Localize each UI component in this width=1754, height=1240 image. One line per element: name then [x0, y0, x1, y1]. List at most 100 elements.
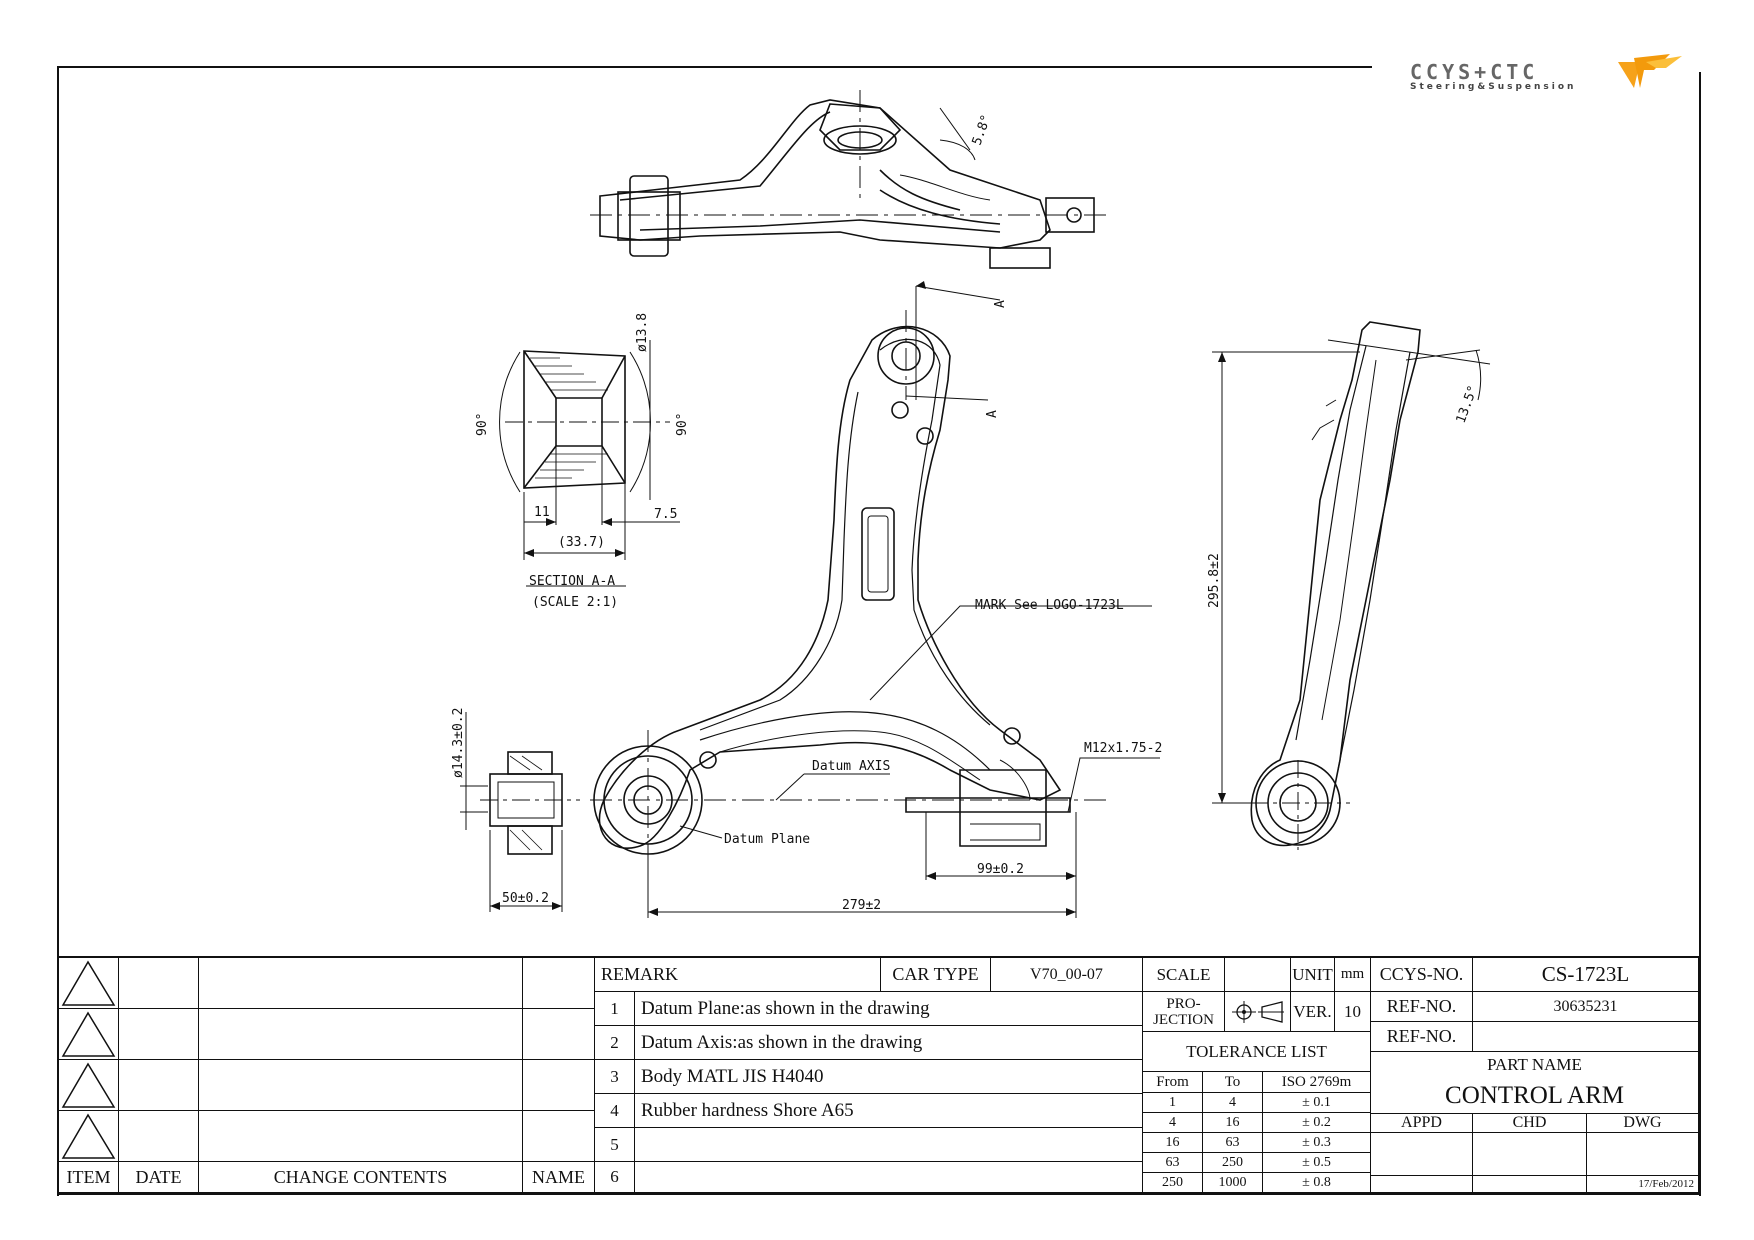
- remark-row-text: Datum Axis:as shown in the drawing: [635, 1026, 1143, 1060]
- dwg-label: DWG: [1587, 1114, 1698, 1133]
- datum-plane-label: Datum Plane: [724, 832, 810, 847]
- remark-row-text: Datum Plane:as shown in the drawing: [635, 992, 1143, 1026]
- dim-dia-13-8: ø13.8: [635, 313, 650, 352]
- rev-date-cell: [119, 958, 199, 1009]
- tol-value: ± 0.8: [1263, 1173, 1371, 1193]
- rev-date-cell: [119, 1111, 199, 1162]
- third-angle-projection-icon: [1231, 1000, 1284, 1023]
- tol-from: 63: [1143, 1153, 1203, 1173]
- rev-change-cell: [199, 1111, 523, 1162]
- rev-header-name: NAME: [523, 1162, 595, 1193]
- part-name-label: PART NAME: [1371, 1052, 1699, 1078]
- dim-279: 279±2: [842, 898, 881, 913]
- tol-value: ± 0.3: [1263, 1133, 1371, 1153]
- car-type-label: CAR TYPE: [881, 958, 991, 992]
- tol-header-to: To: [1203, 1072, 1263, 1093]
- scale-label: SCALE: [1143, 958, 1225, 992]
- rev-name-cell: [523, 958, 595, 1009]
- thread-label: M12x1.75-2: [1084, 741, 1162, 756]
- ver-label: VER.: [1291, 992, 1335, 1032]
- front-view: [593, 325, 1071, 855]
- drawing-frame: [57, 66, 1701, 1196]
- tol-to: 250: [1203, 1153, 1263, 1173]
- side-view: [1250, 321, 1421, 847]
- remark-row-number: 3: [595, 1060, 635, 1094]
- tol-from: 16: [1143, 1133, 1203, 1153]
- rev-date-cell: [119, 1009, 199, 1060]
- logo-wordmark: CCYS+CTC: [1410, 60, 1539, 84]
- ver-value: 10: [1335, 992, 1371, 1032]
- tol-value: ± 0.2: [1263, 1113, 1371, 1133]
- section-scale: (SCALE 2:1): [532, 595, 618, 610]
- revision-triangle-icon: [61, 1011, 116, 1057]
- remark-row-text: [635, 1162, 1143, 1193]
- dwg-cell: DWG 17/Feb/2012: [1587, 1114, 1699, 1193]
- ccys-no-label: CCYS-NO.: [1371, 958, 1473, 992]
- mark-note: MARK See LOGO-1723L: [975, 598, 1124, 613]
- rev-triangle-cell: [59, 1111, 119, 1162]
- title-block: ITEM DATE CHANGE CONTENTS NAME REMARK CA…: [57, 956, 1701, 1195]
- section-view: [523, 350, 626, 489]
- section-title: SECTION A-A: [529, 574, 615, 589]
- ref-no-value-2: [1473, 1022, 1699, 1052]
- remark-title: REMARK: [595, 958, 881, 992]
- dim-33-7: (33.7): [558, 535, 605, 550]
- datum-axis-label: Datum AXIS: [812, 759, 890, 774]
- remark-row-text: [635, 1128, 1143, 1162]
- rev-name-cell: [523, 1009, 595, 1060]
- dim-angle-90-left: 90°: [475, 413, 490, 436]
- tol-from: 250: [1143, 1173, 1203, 1193]
- unit-label: UNIT: [1291, 958, 1335, 992]
- projection-label-line1: PRO-: [1166, 996, 1201, 1012]
- dim-11: 11: [534, 505, 550, 520]
- tol-from: 1: [1143, 1093, 1203, 1113]
- top-view: [599, 99, 1095, 269]
- technical-drawing: SECTION A-A (SCALE 2:1) ø13.8 90° 90° 11…: [451, 90, 1491, 918]
- car-type-value: V70_00-07: [991, 958, 1143, 992]
- remark-row-text: Body MATL JIS H4040: [635, 1060, 1143, 1094]
- appd-label: APPD: [1371, 1114, 1472, 1133]
- ref-no-label-2: REF-NO.: [1371, 1022, 1473, 1052]
- projection-symbol: [1225, 992, 1291, 1032]
- rev-change-cell: [199, 1009, 523, 1060]
- remark-row-number: 4: [595, 1094, 635, 1128]
- rev-header-date: DATE: [119, 1162, 199, 1193]
- remark-row-number: 5: [595, 1128, 635, 1162]
- tol-value: ± 0.1: [1263, 1093, 1371, 1113]
- rev-triangle-cell: [59, 1009, 119, 1060]
- ref-no-label: REF-NO.: [1371, 992, 1473, 1022]
- chd-label: CHD: [1473, 1114, 1586, 1133]
- rev-triangle-cell: [59, 958, 119, 1009]
- tol-to: 4: [1203, 1093, 1263, 1113]
- tol-to: 16: [1203, 1113, 1263, 1133]
- tol-to: 63: [1203, 1133, 1263, 1153]
- rev-header-change: CHANGE CONTENTS: [199, 1162, 523, 1193]
- unit-value: mm: [1335, 958, 1371, 992]
- remark-row-number: 6: [595, 1162, 635, 1193]
- tol-to: 1000: [1203, 1173, 1263, 1193]
- projection-label: PRO- JECTION: [1143, 992, 1225, 1032]
- tol-from: 4: [1143, 1113, 1203, 1133]
- rev-date-cell: [119, 1060, 199, 1111]
- dim-dia-14-3: ø14.3±0.2: [451, 708, 466, 778]
- logo-flame-icon: [1618, 54, 1682, 88]
- dim-angle-13-5: 13.5°: [1454, 383, 1481, 425]
- remark-row-text: Rubber hardness Shore A65: [635, 1094, 1143, 1128]
- tol-value: ± 0.5: [1263, 1153, 1371, 1173]
- rev-name-cell: [523, 1111, 595, 1162]
- section-marker-a-top: A: [993, 300, 1008, 308]
- tol-header-from: From: [1143, 1072, 1203, 1093]
- rev-name-cell: [523, 1060, 595, 1111]
- rev-change-cell: [199, 958, 523, 1009]
- drawing-date: 17/Feb/2012: [1638, 1178, 1694, 1190]
- rev-header-item: ITEM: [59, 1162, 119, 1193]
- projection-label-line2: JECTION: [1153, 1012, 1214, 1028]
- rev-triangle-cell: [59, 1060, 119, 1111]
- appd-cell: APPD: [1371, 1114, 1473, 1193]
- remark-row-number: 1: [595, 992, 635, 1026]
- revision-triangle-icon: [61, 1062, 116, 1108]
- remark-row-number: 2: [595, 1026, 635, 1060]
- dim-7-5: 7.5: [654, 507, 677, 522]
- dim-99: 99±0.2: [977, 862, 1024, 877]
- revision-triangle-icon: [61, 960, 116, 1006]
